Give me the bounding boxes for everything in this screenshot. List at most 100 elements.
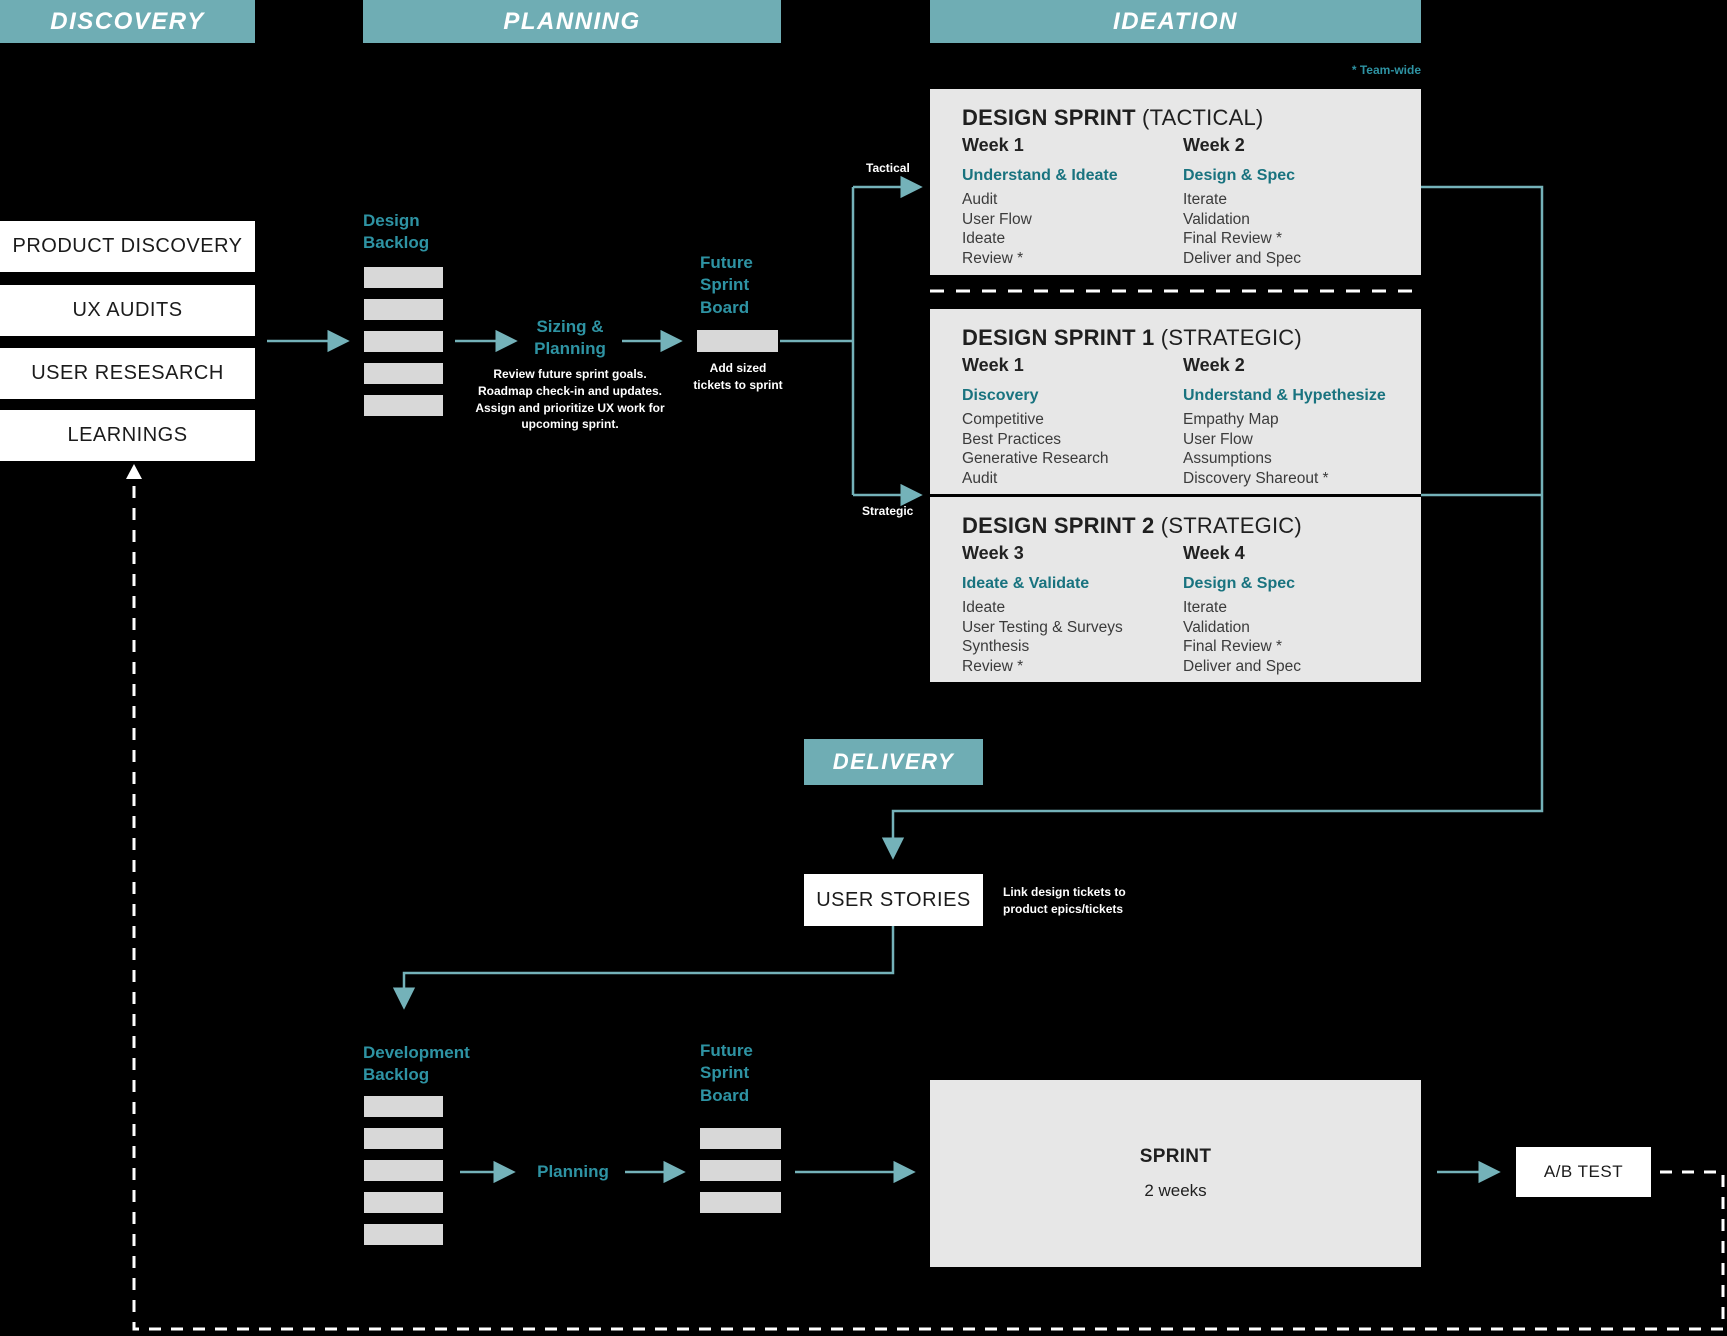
strategic-branch-label: Strategic [862,504,914,518]
sprint-item: Best Practices [962,430,1062,448]
banner-delivery-label: DELIVERY [832,749,955,774]
ab-test-box: A/B TEST [1516,1147,1651,1197]
banner-discovery-label: DISCOVERY [50,7,205,35]
ticket-bar [700,1192,781,1213]
team-wide-note: * Team-wide [1351,63,1421,77]
sprint-item: Audit [962,191,998,208]
sprint-title: SPRINT [1139,1146,1212,1167]
sprint-item: Audit [962,469,998,487]
ticket-bar [364,1128,443,1149]
week-label: Week 4 [1183,543,1245,563]
banner-ideation: IDEATION [930,0,1421,43]
sizing-planning-label: Sizing & Planning [534,317,606,359]
ticket-bar [700,1160,781,1181]
design-sprint-2-panel: DESIGN SPRINT 2 (STRATEGIC) Week 3 Ideat… [930,497,1421,682]
sprint-item: Discovery Shareout * [1183,469,1329,487]
sprint-item: Assumptions [1183,450,1272,467]
banner-discovery: DISCOVERY [0,0,255,43]
sprint-item: Deliver and Spec [1183,657,1302,675]
sprint-board-ticket-bar [697,330,778,352]
user-stories-label: USER STORIES [816,888,971,911]
sprint-board-caption: Add sized tickets to sprint [693,361,783,392]
sprint-item: Validation [1183,618,1250,636]
feedback-arrowhead-up [126,464,142,479]
sprint-item: User Flow [962,210,1032,228]
ticket-bar [364,1224,443,1245]
sprint-item: Empathy Map [1183,411,1279,428]
phase-label: Design & Spec [1183,575,1296,592]
sprint-item: Final Review * [1183,638,1283,655]
ticket-bar [700,1128,781,1149]
sprint-box: SPRINT 2 weeks [930,1080,1421,1267]
week-label: Week 1 [962,135,1024,155]
week-label: Week 2 [1183,135,1245,155]
discovery-box-label: LEARNINGS [67,424,188,446]
sprint-item: Competitive [962,411,1044,428]
panel-title-light: (STRATEGIC) [1154,325,1302,350]
sprint-item: Review * [962,657,1024,675]
sprint-item: User Flow [1183,430,1253,448]
panel-week-column: Week 4 Design & Spec Iterate Validation … [1183,543,1398,676]
sprint-duration: 2 weeks [1144,1181,1207,1200]
panel-title-light: (STRATEGIC) [1154,513,1302,538]
design-backlog-label: Design Backlog [363,211,430,253]
week-label: Week 2 [1183,355,1245,375]
phase-label: Design & Spec [1183,167,1296,184]
ticket-bar [364,267,443,288]
sprint-item: Ideate [962,230,1006,247]
ticket-bar [364,363,443,384]
discovery-box-user-research: USER RESESARCH [0,348,255,399]
sprint-item: Synthesis [962,638,1030,655]
discovery-box-learnings: LEARNINGS [0,410,255,461]
dev-planning-label: Planning [537,1162,609,1181]
discovery-box-label: UX AUDITS [72,299,183,321]
panel-week-column: Week 3 Ideate & Validate Ideate User Tes… [962,543,1177,676]
sprint-item: Validation [1183,210,1250,228]
panel-title: DESIGN SPRINT 2 (STRATEGIC) [962,513,1421,539]
ticket-bar [364,331,443,352]
discovery-box-label: USER RESESARCH [31,362,224,384]
banner-planning-label: PLANNING [503,7,641,35]
panel-week-column: Week 1 Discovery Competitive Best Practi… [962,355,1177,488]
panel-title-bold: DESIGN SPRINT 1 [962,325,1155,350]
panel-week-column: Week 1 Understand & Ideate Audit User Fl… [962,135,1177,268]
sprint-item: Deliver and Spec [1183,249,1302,267]
sprint-item: Ideate [962,599,1006,616]
week-label: Week 3 [962,543,1024,563]
panel-week-column: Week 2 Design & Spec Iterate Validation … [1183,135,1398,268]
banner-delivery: DELIVERY [804,739,983,785]
development-backlog-label: Development Backlog [363,1043,470,1085]
sprint-item: Iterate [1183,599,1227,616]
week-label: Week 1 [962,355,1024,375]
future-sprint-board-label: Future Sprint Board [700,253,753,317]
ticket-bar [364,1160,443,1181]
panel-title: DESIGN SPRINT (TACTICAL) [962,105,1421,131]
banner-planning: PLANNING [363,0,781,43]
design-sprint-1-panel: DESIGN SPRINT 1 (STRATEGIC) Week 1 Disco… [930,309,1421,494]
user-stories-box: USER STORIES [804,874,983,926]
sprint-item: Iterate [1183,191,1227,208]
panel-week-column: Week 2 Understand & Hypethesize Empathy … [1183,355,1398,488]
sprint-item: Review * [962,249,1024,267]
banner-ideation-label: IDEATION [1113,7,1238,35]
line-stories-to-dev-backlog [392,926,895,1010]
ticket-bar [364,395,443,416]
phase-label: Discovery [962,387,1039,404]
discovery-box-label: PRODUCT DISCOVERY [12,235,243,257]
design-sprint-tactical-panel: DESIGN SPRINT (TACTICAL) Week 1 Understa… [930,89,1421,275]
ticket-bar [364,1192,443,1213]
tactical-branch-label: Tactical [866,161,910,175]
phase-label: Ideate & Validate [962,575,1090,592]
ticket-bar [364,1096,443,1117]
phase-label: Understand & Ideate [962,167,1118,184]
sprint-item: Final Review * [1183,230,1283,247]
panel-title-bold: DESIGN SPRINT 2 [962,513,1155,538]
discovery-box-ux-audits: UX AUDITS [0,285,255,336]
sprint-item: User Testing & Surveys [962,618,1123,636]
ticket-bar [364,299,443,320]
sprint-item: Generative Research [962,450,1109,467]
panel-title-bold: DESIGN SPRINT [962,105,1136,130]
panel-title-light: (TACTICAL) [1135,105,1264,130]
